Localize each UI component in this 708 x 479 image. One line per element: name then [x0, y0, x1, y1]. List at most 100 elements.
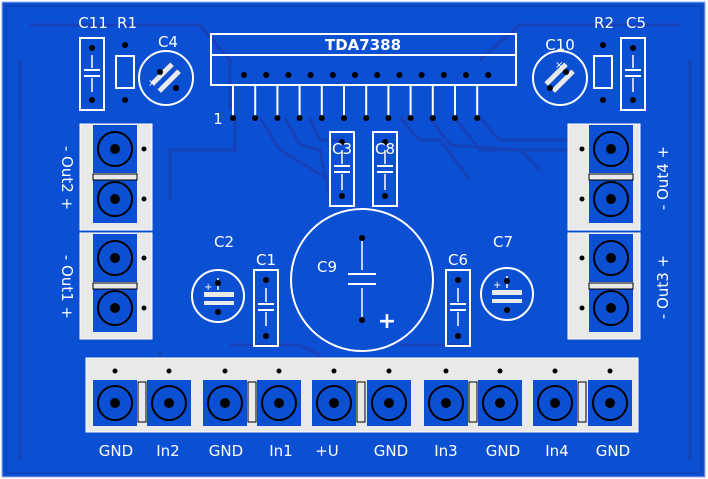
- terminal-dot: [141, 255, 147, 261]
- label-r2: R2: [594, 14, 614, 32]
- terminal-label: +U: [315, 442, 339, 460]
- svg-text:×: ×: [148, 78, 156, 89]
- terminal-hole: [110, 194, 120, 204]
- strip-dot: [276, 368, 282, 374]
- c9-plus-mark: +: [378, 309, 396, 334]
- strip-ring: [151, 385, 187, 421]
- strip-hole: [164, 398, 174, 408]
- strip-hole: [550, 398, 560, 408]
- ic-pin-pad: [363, 115, 370, 121]
- ic-pins: [230, 72, 492, 121]
- ic-label: TDA7388: [325, 36, 401, 54]
- label-c2: C2: [214, 233, 234, 251]
- resistor-r2: R2: [593, 14, 614, 103]
- strip-hole: [329, 398, 339, 408]
- terminal-ring: [97, 240, 133, 276]
- label-r1: R1: [117, 14, 137, 32]
- capacitor-c6: C6: [445, 251, 471, 347]
- terminal-label: In1: [269, 442, 292, 460]
- ic-pin-pad: [452, 115, 458, 121]
- capacitor-c2: + C2: [191, 233, 245, 323]
- ic-heatsink-tab: [210, 54, 517, 86]
- strip-dot: [607, 368, 613, 374]
- label-c11: C11: [78, 14, 108, 32]
- label-c5: C5: [626, 14, 646, 32]
- strip-dot: [166, 368, 172, 374]
- capacitor-c4: × C4: [138, 33, 194, 106]
- terminal-hole: [110, 303, 120, 313]
- terminal-hole: [110, 144, 120, 154]
- capacitor-c3: C3: [329, 131, 355, 207]
- strip-ring: [97, 385, 133, 421]
- strip-ring: [371, 385, 407, 421]
- terminal-hole: [606, 253, 616, 263]
- ic-pin-pad: [440, 72, 447, 78]
- terminal-ring: [593, 131, 629, 167]
- strip-dot: [331, 368, 337, 374]
- strip-hole: [274, 398, 284, 408]
- strip-ring: [261, 385, 297, 421]
- strip-ring: [537, 385, 573, 421]
- strip-dot: [443, 368, 449, 374]
- label-c3: C3: [332, 140, 352, 158]
- ic-pin-pad: [263, 72, 270, 78]
- ic-pin-pad: [374, 72, 381, 78]
- terminal-label: GND: [486, 442, 520, 460]
- terminal-label: In4: [545, 442, 568, 460]
- strip-divider: [247, 381, 257, 423]
- terminal-label: In3: [434, 442, 457, 460]
- terminal-divider: [92, 282, 138, 290]
- strip-hole: [110, 398, 120, 408]
- terminal-ring: [97, 181, 133, 217]
- ic-pin-pad: [285, 72, 292, 78]
- terminal-label: GND: [374, 442, 408, 460]
- label-c7: C7: [493, 233, 513, 251]
- terminal-label: GND: [596, 442, 630, 460]
- strip-ring: [207, 385, 243, 421]
- terminal-hole: [606, 144, 616, 154]
- ic-pin-pad: [485, 72, 492, 78]
- ic-pin-pad: [352, 72, 358, 78]
- terminal-ring: [97, 131, 133, 167]
- strip-dot: [386, 368, 392, 374]
- strip-ring: [592, 385, 628, 421]
- svg-text:×: ×: [555, 60, 563, 71]
- label-out1: - Out1 +: [58, 255, 76, 319]
- terminal-dot: [579, 305, 585, 311]
- label-c10: C10: [545, 36, 575, 54]
- strip-hole: [220, 398, 230, 408]
- strip-dot: [552, 368, 558, 374]
- terminal-label: In2: [156, 442, 179, 460]
- label-c1: C1: [256, 251, 276, 269]
- ic-pin-pad: [329, 72, 336, 78]
- capacitor-c9: C9 +: [290, 208, 434, 352]
- terminal-divider: [588, 282, 634, 290]
- terminal-ring: [593, 240, 629, 276]
- terminal-hole: [606, 194, 616, 204]
- terminal-dot: [579, 196, 585, 202]
- strip-hole: [384, 398, 394, 408]
- ic-pin-pad: [307, 72, 314, 78]
- ic-pin-pad: [418, 72, 425, 78]
- terminal-dot: [141, 196, 147, 202]
- strip-divider: [577, 381, 587, 423]
- capacitor-c11: C11: [78, 14, 108, 111]
- ic-pin1-label: 1: [213, 110, 223, 128]
- terminal-divider: [92, 173, 138, 181]
- ic-pin-pad: [252, 115, 259, 121]
- strip-ring: [482, 385, 518, 421]
- ic-pin-pad: [241, 72, 247, 78]
- strip-dot: [497, 368, 503, 374]
- ic-pin-pad: [274, 115, 281, 121]
- label-out4: - Out4 +: [654, 146, 672, 210]
- ic-pin-pad: [230, 115, 236, 121]
- ic-pin-pad: [474, 115, 481, 121]
- strip-hole: [605, 398, 615, 408]
- terminal-hole: [606, 303, 616, 313]
- terminal-label: GND: [209, 442, 243, 460]
- strip-hole: [495, 398, 505, 408]
- capacitor-c8: C8: [372, 131, 398, 207]
- strip-divider: [137, 381, 147, 423]
